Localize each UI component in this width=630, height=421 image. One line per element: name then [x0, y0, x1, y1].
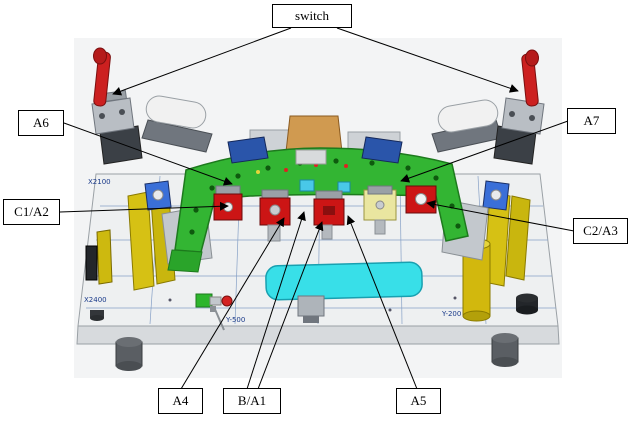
- clamp-support: [374, 219, 386, 235]
- clamp-support: [321, 224, 333, 240]
- label-a6-text: A6: [33, 115, 49, 130]
- rail-pin: [284, 168, 288, 172]
- label-a5-text: A5: [410, 393, 427, 408]
- rail-pin: [344, 164, 348, 168]
- label-switch: switch: [272, 4, 352, 28]
- label-c1-a2-text: C1/A2: [14, 204, 49, 219]
- plate-screw: [453, 296, 457, 300]
- sensor-block-left: [144, 180, 172, 211]
- label-a7-text: A7: [583, 113, 600, 128]
- plate-screw: [388, 308, 392, 312]
- leader-c1-a2: [59, 201, 229, 213]
- plate-marking-y500: Y-500: [225, 316, 245, 324]
- rail-top-block: [295, 149, 327, 165]
- foot-right: [491, 333, 519, 367]
- plate-screw: [168, 298, 172, 302]
- plate-marking-y200: Y-200: [441, 310, 461, 318]
- cyan-plate: [265, 261, 423, 323]
- tan-block-center: [285, 115, 343, 153]
- black-stop-left: [85, 245, 98, 281]
- label-b-a1: B/A1: [223, 388, 281, 414]
- leader-switch-left: [112, 27, 292, 96]
- azure-block-right: [337, 181, 351, 193]
- clamp-a5: [363, 185, 397, 221]
- black-puck-bottom-left: [90, 310, 104, 321]
- label-b-a1-text: B/A1: [237, 393, 267, 408]
- label-a4: A4: [158, 388, 203, 414]
- label-a4-text: A4: [172, 393, 189, 408]
- label-c2-a3-text: C2/A3: [583, 223, 618, 238]
- label-switch-text: switch: [295, 8, 329, 23]
- valve-indicator: [195, 293, 233, 331]
- green-rail: [167, 147, 469, 273]
- leader-c2-a3: [426, 200, 575, 232]
- plate-marking-x2400: X2400: [84, 296, 107, 304]
- clamp-b-a1: [313, 190, 345, 226]
- locator-a6: [227, 136, 269, 164]
- locator-a7: [361, 136, 403, 164]
- roller-bracket-left: [141, 119, 213, 153]
- label-c1-a2: C1/A2: [3, 199, 60, 225]
- leader-lines: [59, 27, 575, 390]
- label-a6: A6: [18, 110, 64, 136]
- plate-marking-x2100: X2100: [88, 178, 111, 186]
- foot-left: [115, 337, 143, 371]
- leader-b-a1-2: [257, 221, 324, 390]
- label-a5: A5: [396, 388, 441, 414]
- toggle-clamp-left: [91, 47, 143, 165]
- roller-right: [437, 99, 499, 133]
- toggle-clamp-right: [493, 49, 545, 165]
- leader-a6: [63, 122, 233, 186]
- leader-switch-right: [336, 27, 519, 93]
- sensor-block-right: [482, 180, 510, 211]
- black-puck-right: [516, 293, 538, 315]
- clamp-a4: [259, 189, 291, 226]
- leader-b-a1-1: [246, 211, 306, 390]
- label-c2-a3: C2/A3: [573, 218, 628, 244]
- leader-a7: [400, 120, 569, 183]
- leader-a4: [180, 217, 285, 390]
- roller-left: [145, 95, 207, 129]
- azure-block-left: [299, 179, 315, 192]
- rail-holes: [189, 158, 461, 235]
- leader-a5: [346, 215, 418, 390]
- clamp-c1-a2: [213, 185, 243, 221]
- clamp-c2-a3: [405, 185, 437, 214]
- rail-pin: [256, 170, 260, 174]
- yellow-stop-left-edge: [96, 229, 113, 285]
- label-a7: A7: [567, 108, 616, 134]
